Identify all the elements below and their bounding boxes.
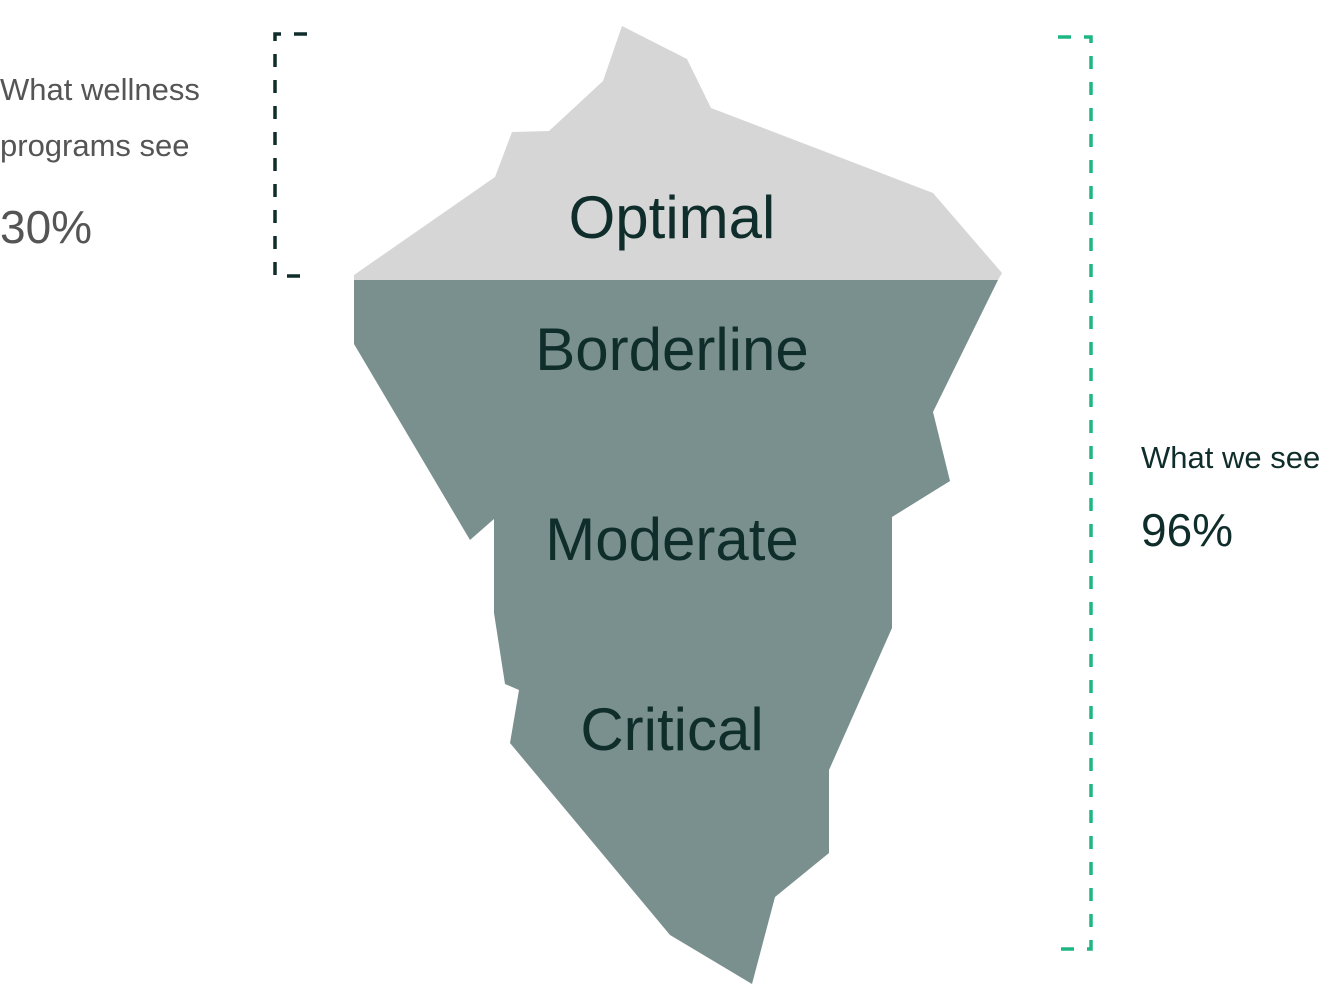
tier-moderate-label: Moderate: [545, 506, 799, 573]
visible-section-label-line2: programs see: [0, 128, 190, 163]
full-section-label: What we see: [1141, 440, 1321, 475]
visible-section-percent: 30%: [0, 201, 93, 253]
full-section-bracket: [1058, 35, 1093, 951]
visible-section-bracket: [273, 32, 307, 278]
visible-section-label-line1: What wellness: [0, 72, 200, 107]
iceberg-tip: [354, 26, 1002, 280]
full-section-percent: 96%: [1141, 504, 1234, 556]
tier-optimal-label: Optimal: [568, 184, 776, 251]
tier-borderline-label: Borderline: [535, 316, 809, 383]
tier-critical-label: Critical: [580, 696, 764, 763]
iceberg-body: [354, 280, 998, 984]
